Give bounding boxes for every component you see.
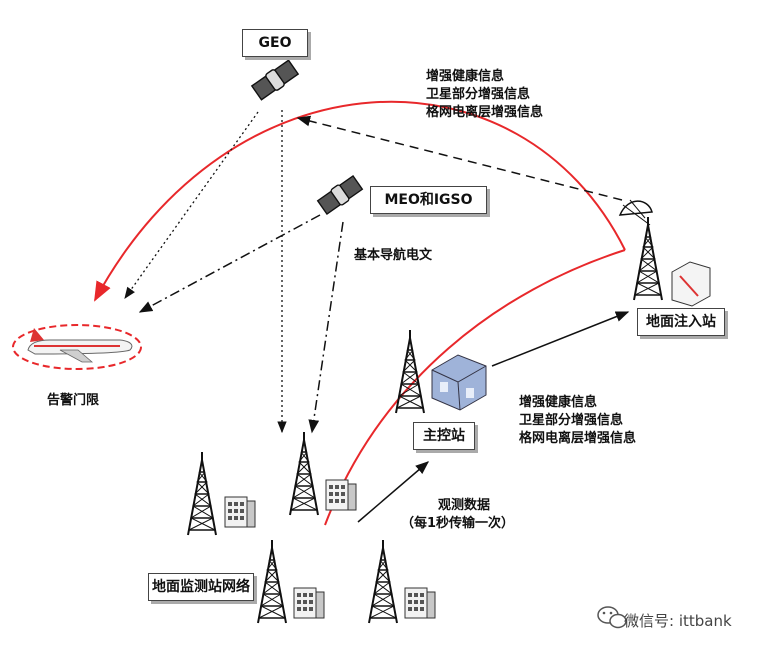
monitor-tower-icon-1 (187, 451, 217, 536)
red-arc-geo-to-aircraft (94, 100, 626, 302)
arrow-meo-to-aircraft (138, 214, 321, 313)
info-upper-line: 增强健康信息 (426, 69, 505, 84)
monitor-tower-icon-2 (289, 431, 319, 516)
arrow-meo-to-monitoring (308, 221, 344, 434)
watermark-text: 微信号: ittbank (624, 612, 732, 630)
arrow-injection-to-geo (296, 115, 623, 201)
injection-station-dish-icon (618, 199, 653, 226)
monitor-building-icon-4 (404, 587, 436, 619)
arrow-geo-to-aircraft (124, 111, 259, 299)
meo-satellite-icon (316, 175, 364, 215)
observation-rate-label: （每1秒传输一次） (401, 516, 515, 531)
injection-station-building-icon (671, 261, 711, 307)
monitor-building-icon-1 (224, 496, 256, 528)
info-lower-line: 增强健康信息 (519, 395, 598, 410)
injection-station-tower-icon (633, 216, 663, 301)
master-building-icon (431, 354, 487, 411)
geo-satellite-icon (251, 59, 299, 101)
meo-igso-label-box: MEO和IGSO (370, 186, 487, 214)
monitor-building-icon-3 (293, 587, 325, 619)
monitoring-network-label-box: 地面监测站网络 (148, 573, 254, 601)
monitor-tower-icon-4 (368, 539, 398, 624)
info-upper-line: 格网电离层增强信息 (426, 105, 544, 120)
master-station-label-box: 主控站 (413, 422, 475, 450)
arrow-master-to-injection (491, 311, 630, 367)
observation-data-label: 观测数据 (438, 498, 491, 513)
arrow-monitoring-to-master (357, 461, 430, 523)
info-lower-line: 卫星部分增强信息 (519, 413, 624, 428)
red-arc-monitoring (324, 249, 626, 526)
aircraft-icon (12, 324, 142, 370)
info-upper-line: 卫星部分增强信息 (426, 87, 531, 102)
info-lower-line: 格网电离层增强信息 (519, 431, 637, 446)
info-lower: 增强健康信息 卫星部分增强信息 格网电离层增强信息 (519, 394, 636, 448)
wechat-icon (597, 606, 627, 629)
monitor-building-icon-2 (325, 479, 357, 511)
info-upper: 增强健康信息 卫星部分增强信息 格网电离层增强信息 (426, 68, 543, 122)
geo-label-box: GEO (242, 29, 308, 57)
injection-station-label-box: 地面注入站 (637, 308, 725, 336)
monitor-tower-icon-3 (257, 539, 287, 624)
basic-nav-message-label: 基本导航电文 (354, 248, 433, 263)
master-tower-icon (395, 329, 425, 414)
alert-threshold-label: 告警门限 (47, 393, 100, 408)
